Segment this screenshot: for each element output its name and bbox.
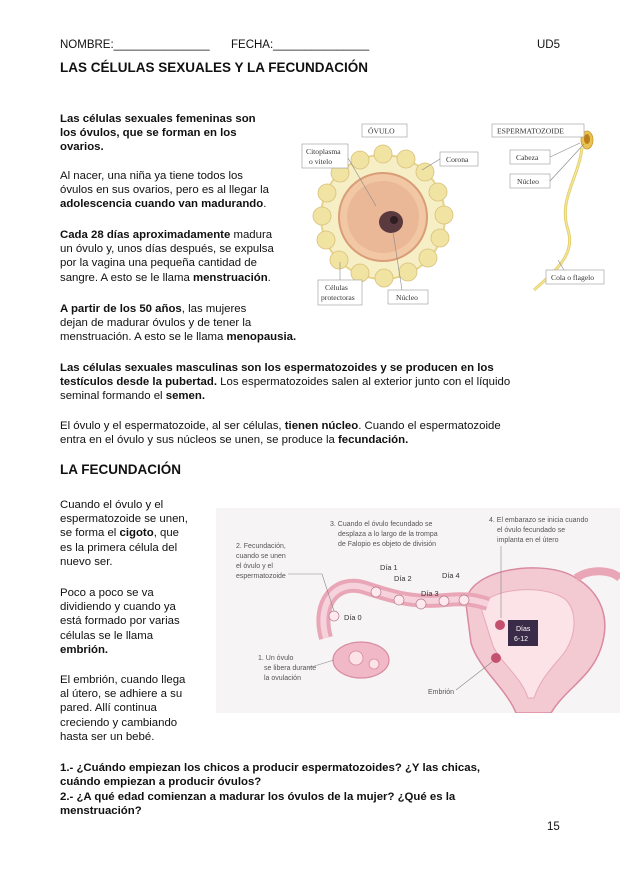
corona-label: Corona: [446, 155, 469, 164]
day3-label: Día 3: [421, 589, 439, 598]
page-number: 15: [547, 821, 560, 833]
sperm-nucleus-label: Núcleo: [517, 177, 539, 186]
paragraph-male-cells: Las células sexuales masculinas son los …: [60, 362, 511, 403]
ovum-illustration: [312, 144, 454, 288]
sperm-title-label: ESPERMATOZOIDE: [497, 127, 564, 136]
paragraph-zygote: Cuando el óvulo y el espermatozoide se u…: [60, 499, 188, 568]
paragraph-embryo: Poco a poco se va dividiendo y cuando ya…: [60, 587, 180, 656]
paragraph-menstruation: Cada 28 días aproximadamente madura un ó…: [60, 229, 274, 284]
ovum-title-label: ÓVULO: [368, 126, 395, 136]
step4-line3: implanta en el útero: [497, 537, 559, 544]
step3-line3: de Falopio es objeto de división: [338, 541, 436, 548]
step1-line1: 1. Un óvulo: [258, 655, 294, 662]
day2-label: Día 2: [394, 574, 412, 583]
paragraph-birth: Al nacer, una niña ya tiene todos los óv…: [60, 170, 269, 211]
paragraph-implantation: El embrión, cuando llega al útero, se ad…: [60, 674, 186, 743]
step3-line1: 3. Cuando el óvulo fecundado se: [330, 521, 432, 528]
paragraph-female-cells: Las células sexuales femeninas son los ó…: [60, 113, 256, 154]
step2-line4: espermatozoide: [236, 573, 286, 580]
cytoplasm-label-line2: o vitelo: [309, 157, 332, 166]
step4-line2: el óvulo fecundado se: [497, 527, 565, 534]
ovum-nucleus-label: Núcleo: [396, 293, 418, 302]
day1-label: Día 1: [380, 563, 398, 572]
section-title: LA FECUNDACIÓN: [60, 462, 181, 477]
head-label: Cabeza: [516, 153, 539, 162]
question-1: 1.- ¿Cuándo empiezan los chicos a produc…: [60, 762, 481, 789]
step4-line1: 4. El embarazo se inicia cuando: [489, 517, 588, 524]
step2-line2: cuando se unen: [236, 553, 286, 560]
step1-line3: la ovulación: [264, 675, 301, 682]
tail-label: Cola o flagelo: [551, 273, 594, 282]
step1-line2: se libera durante: [264, 665, 316, 672]
protective-cells-label-line2: protectoras: [321, 293, 355, 302]
days-6-12-label-line2: 6-12: [514, 636, 528, 643]
day4-label: Día 4: [442, 571, 460, 580]
step3-line2: desplaza a lo largo de la trompa: [338, 531, 438, 538]
embryo-label: Embrión: [428, 689, 454, 696]
step2-line3: el óvulo y el: [236, 563, 273, 570]
fertilization-figure: 2. Fecundación, cuando se unen el óvulo …: [216, 508, 620, 713]
date-field-label: FECHA:_______________: [231, 39, 370, 51]
question-2: 2.- ¿A qué edad comienzan a madurar los …: [60, 791, 456, 818]
name-field-label: NOMBRE:_______________: [60, 39, 210, 51]
ovum-sperm-figure: ÓVULO Citoplasma o vitelo Corona Células…: [301, 123, 605, 306]
days-6-12-label-line1: Días: [516, 626, 531, 633]
step2-line1: 2. Fecundación,: [236, 543, 286, 550]
unit-label: UD5: [537, 39, 561, 51]
day0-label: Día 0: [344, 613, 362, 622]
paragraph-menopause: A partir de los 50 años, las mujeres dej…: [60, 303, 297, 344]
protective-cells-label-line1: Células: [325, 283, 348, 292]
paragraph-nucleus: El óvulo y el espermatozoide, al ser cél…: [60, 420, 501, 447]
page-title: LAS CÉLULAS SEXUALES Y LA FECUNDACIÓN: [60, 60, 369, 75]
cytoplasm-label-line1: Citoplasma: [306, 147, 341, 156]
